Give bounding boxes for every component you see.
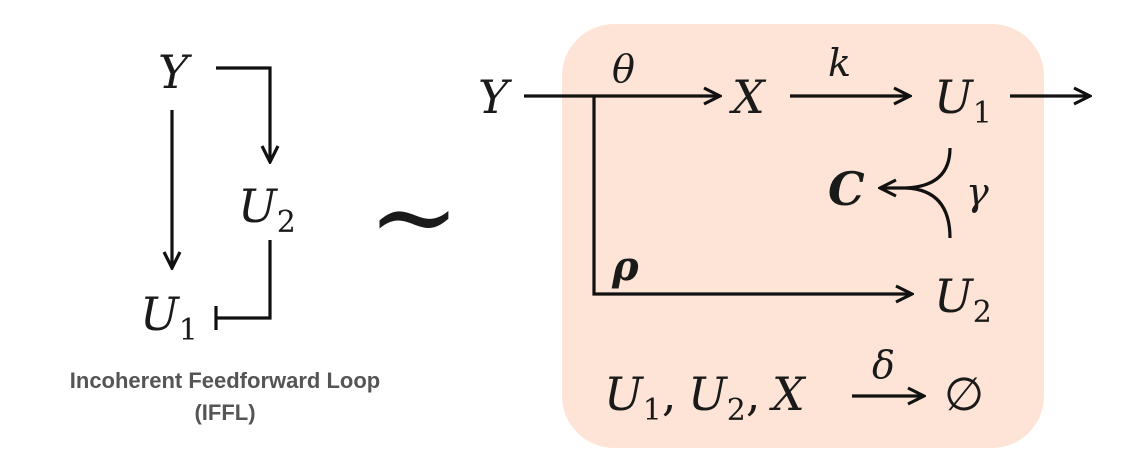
arrow-y-to-u2 [592,96,912,294]
rate-gamma: γ [966,170,989,214]
merge-from-u2 [905,186,952,239]
edge-y-to-u2 [216,66,270,162]
iffl-node-u1: U1 [140,287,198,348]
iffl-caption-title: Incoherent Feedforward Loop [70,368,380,393]
iffl-caption-abbrev: (IFFL) [194,400,255,425]
iffl-node-u2: U2 [238,179,296,240]
node-u2: U2 [934,269,992,330]
empty-set: ∅ [944,367,984,421]
rate-rho: ρ [611,243,639,290]
network-box [562,24,1044,448]
reaction-network: Y θ X k U1 ρ U2 C γ U1, U2, X δ ∅ [478,24,1090,448]
network-input-y: Y [478,70,513,124]
rate-delta: δ [872,343,895,387]
equivalence-symbol: ~ [368,152,460,280]
iffl-node-y: Y [158,45,193,99]
rate-theta: θ [612,47,635,91]
rate-k: k [828,41,851,85]
node-c: C [828,162,865,216]
edge-u2-represses-u1 [216,240,272,320]
node-u1: U1 [934,70,992,131]
degradation-species: U1, U2, X [604,367,807,428]
node-x: X [729,70,767,124]
iffl-motif: Y U2 U1 Incoherent Feedforward Loop (IFF… [70,45,380,425]
